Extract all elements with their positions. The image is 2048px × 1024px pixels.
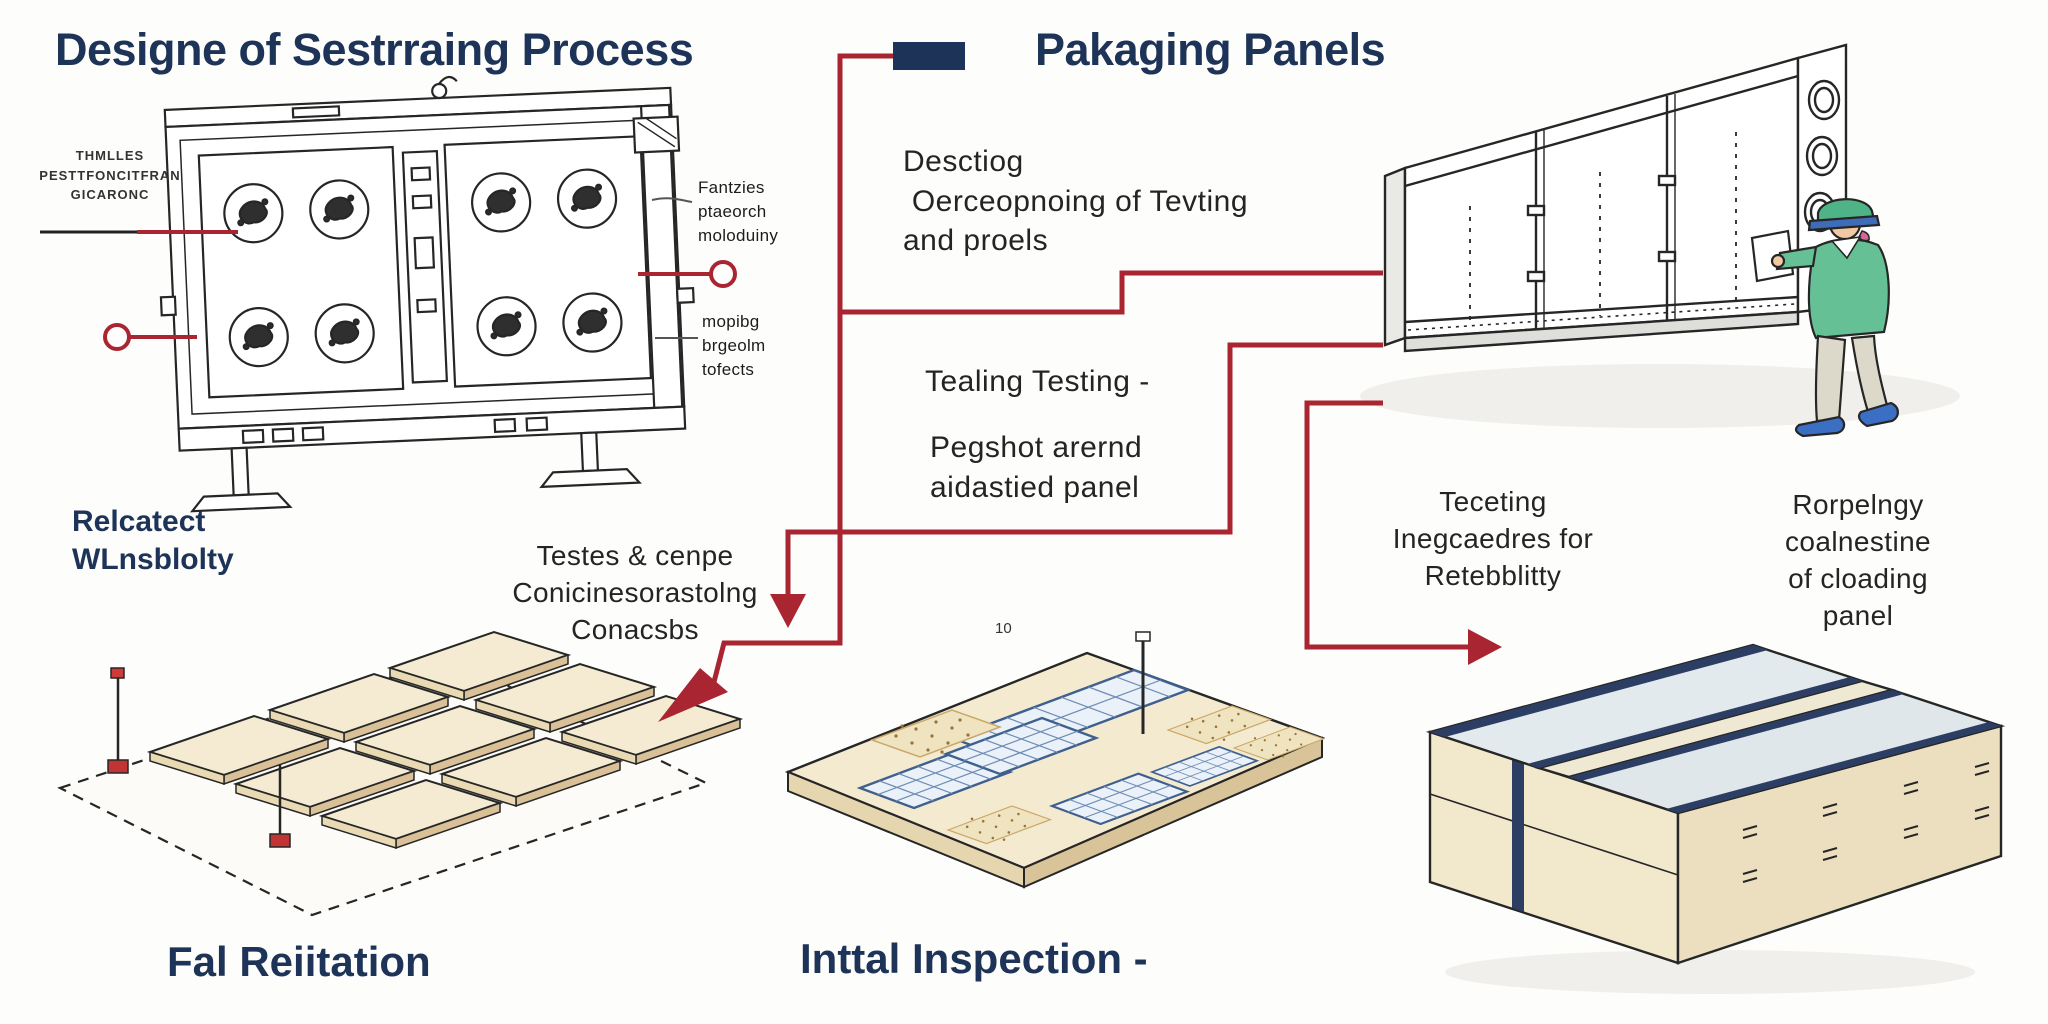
text-line: Inegcaedres for <box>1392 522 1594 554</box>
text-line: brgeolm <box>702 335 766 355</box>
text-line: Pegshot arernd <box>930 431 1143 464</box>
note-completion: Rorpelngy coalnestine of cloading panel <box>1738 487 1978 635</box>
callout-leaders <box>40 197 737 351</box>
packed-panel-box-drawing <box>1425 643 2006 994</box>
text-line: Relcatect <box>72 505 206 538</box>
text-line: Fantzies <box>698 178 765 197</box>
connector-to-initial <box>785 342 1383 596</box>
text-line: tofects <box>702 359 755 379</box>
label-molding: mopibg brgeolm tofects <box>702 310 766 381</box>
note-pegshot: Pegshot arernd aidastied panel <box>930 428 1142 507</box>
text-line: WLnsblolty <box>72 542 234 576</box>
title-packaging-panels: Pakaging Panels <box>1035 24 1386 75</box>
callout-circle-right <box>709 260 737 288</box>
text-line: moloduiny <box>698 225 779 245</box>
label-parts: Fantzies ptaeorch moloduiny <box>698 176 778 247</box>
connector-to-packing <box>1304 400 1470 650</box>
slab-layout-drawing <box>57 631 741 917</box>
text-line: ptaeorch <box>698 201 767 221</box>
connector-to-final <box>711 312 843 683</box>
arrowhead-initial <box>770 594 806 628</box>
text-line: Conicinesorastolng <box>512 576 758 608</box>
inspection-table-drawing <box>784 631 1326 889</box>
note-procedures: Teceting Inegcaedres for Retebblitty <box>1343 484 1643 595</box>
text-line: Rorpelngy <box>1792 489 1924 520</box>
text-line: of cloading <box>1788 562 1928 594</box>
arrowhead-final <box>658 668 728 722</box>
worker-inspector-drawing <box>1750 198 1899 438</box>
formwork-spec-label: THMLLES PESTTFONCITFRAN GICARONC <box>28 146 192 205</box>
stage-initial-label: Inttal Inspection - <box>800 935 1148 982</box>
text-line: aidastied panel <box>930 470 1140 504</box>
connector-packaging <box>837 53 1383 315</box>
text-line: mopibg <box>702 312 760 331</box>
note-sealing: Tealing Testing - <box>925 365 1150 398</box>
formwork-caption: Relcatect WLnsblolty <box>72 503 234 578</box>
text-line: and proels <box>903 224 1049 258</box>
inspected-wall-panel-drawing <box>1360 43 1960 428</box>
title-design-process: Designe of Sestrraing Process <box>55 24 694 75</box>
text-line: Testes & cenpe <box>536 540 734 571</box>
text-line: Retebblitty <box>1424 559 1562 591</box>
text-line: PESTTFONCITFRAN <box>39 167 181 183</box>
stage-final-label: Fal Reiitation <box>167 938 431 985</box>
text-line: panel <box>1822 599 1894 631</box>
flow-connectors <box>658 53 1502 722</box>
note-tests: Testes & cenpe Conicinesorastolng Conacs… <box>465 538 805 649</box>
callout-circle-left <box>103 323 131 351</box>
note-description: Desctiog Oerceopnoing of Tevting and pro… <box>903 142 1248 261</box>
arrowhead-packing <box>1468 629 1502 665</box>
text-line: Oerceopnoing of Tevting <box>903 184 1249 218</box>
text-line: GICARONC <box>70 187 150 202</box>
marker-10: 10 <box>995 620 1012 637</box>
text-line: coalnestine <box>1784 525 1932 557</box>
text-line: Conacsbs <box>571 613 699 645</box>
text-line: Desctiog <box>903 145 1024 178</box>
text-line: THMLLES <box>75 148 145 163</box>
text-line: Teceting <box>1439 486 1547 517</box>
formwork-panel-drawing <box>159 75 695 513</box>
section-marker-rect <box>893 42 965 70</box>
